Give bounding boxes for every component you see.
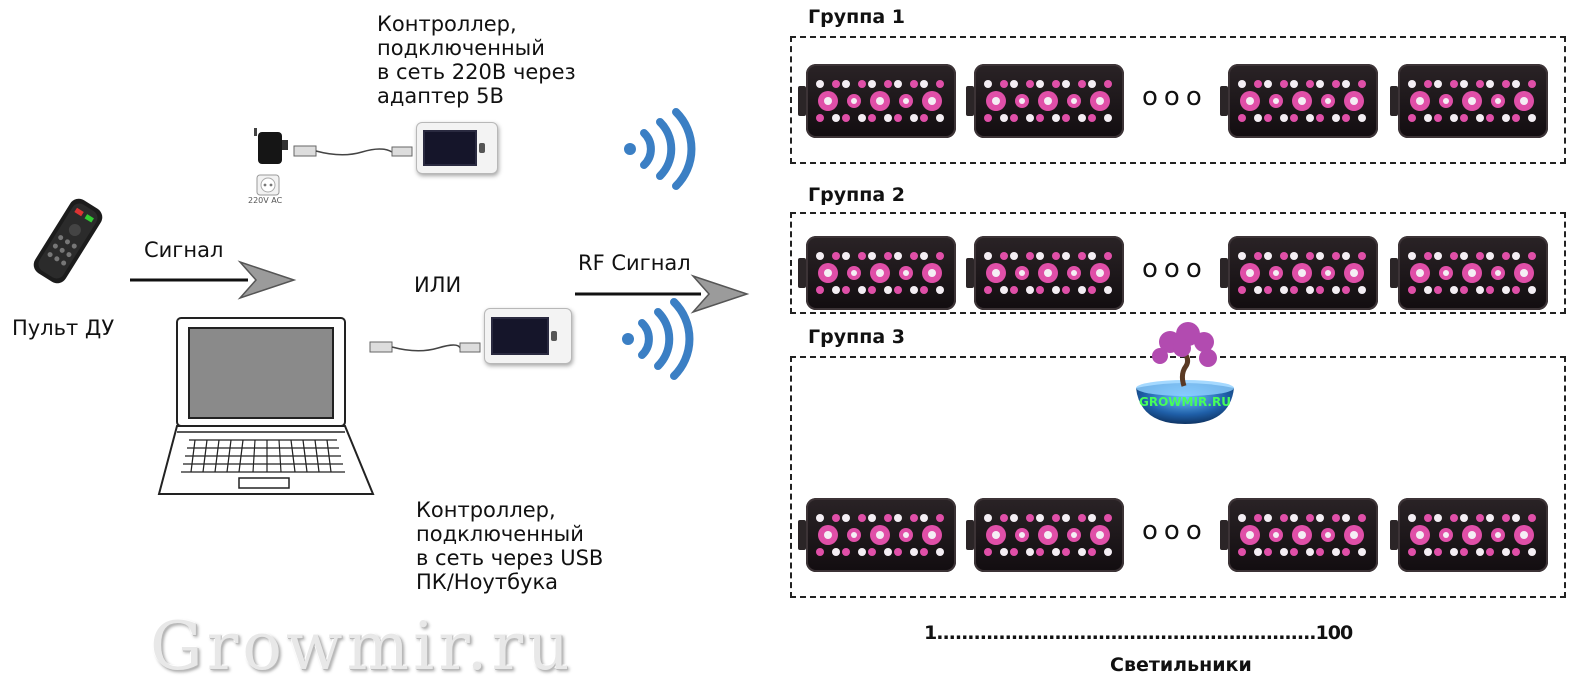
led-panel (974, 64, 1124, 138)
usb-cable-top (292, 140, 418, 164)
signal-arrow (128, 258, 298, 302)
led-panel (806, 64, 956, 138)
led-panel (806, 236, 956, 310)
lamps-label: Светильники (1110, 654, 1252, 676)
group-3-title: Группа 3 (808, 326, 905, 348)
led-panel (1398, 64, 1548, 138)
usb-cable-bottom (368, 336, 486, 360)
group-3-ellipsis: ooo (1142, 516, 1208, 546)
led-panel (1228, 236, 1378, 310)
wall-socket-icon (256, 174, 280, 196)
controller-device-bottom (484, 308, 572, 364)
led-panel (1398, 236, 1548, 310)
group-2-title: Группа 2 (808, 184, 905, 206)
remote-control-icon (18, 196, 118, 286)
controller-device-top (416, 122, 498, 174)
lamp-range-label: 1.......................................… (924, 622, 1352, 644)
watermark: Growmir.ru (150, 608, 574, 685)
led-panel (806, 498, 956, 572)
led-panel (1228, 498, 1378, 572)
group-1-title: Группа 1 (808, 6, 905, 28)
led-panel (974, 236, 1124, 310)
controller-bottom-label: Контроллер, подключенный в сеть через US… (416, 498, 603, 594)
led-panel (974, 498, 1124, 572)
or-label: ИЛИ (414, 273, 461, 297)
remote-label: Пульт ДУ (12, 316, 114, 340)
growmir-logo: GROWMIR.RU (1130, 320, 1240, 424)
led-panel (1398, 498, 1548, 572)
power-adapter-icon (250, 126, 296, 172)
controller-top-label: Контроллер, подключенный в сеть 220В чер… (377, 12, 576, 108)
group-2-ellipsis: ooo (1142, 254, 1208, 284)
laptop-icon (155, 316, 377, 498)
logo-lettering: GROWMIR.RU (1139, 395, 1231, 409)
wifi-signal-icon-bottom (616, 298, 696, 380)
socket-label: 220V AC (248, 196, 282, 205)
led-panel (1228, 64, 1378, 138)
group-1-ellipsis: ooo (1142, 82, 1208, 112)
wifi-signal-icon-top (618, 108, 698, 190)
